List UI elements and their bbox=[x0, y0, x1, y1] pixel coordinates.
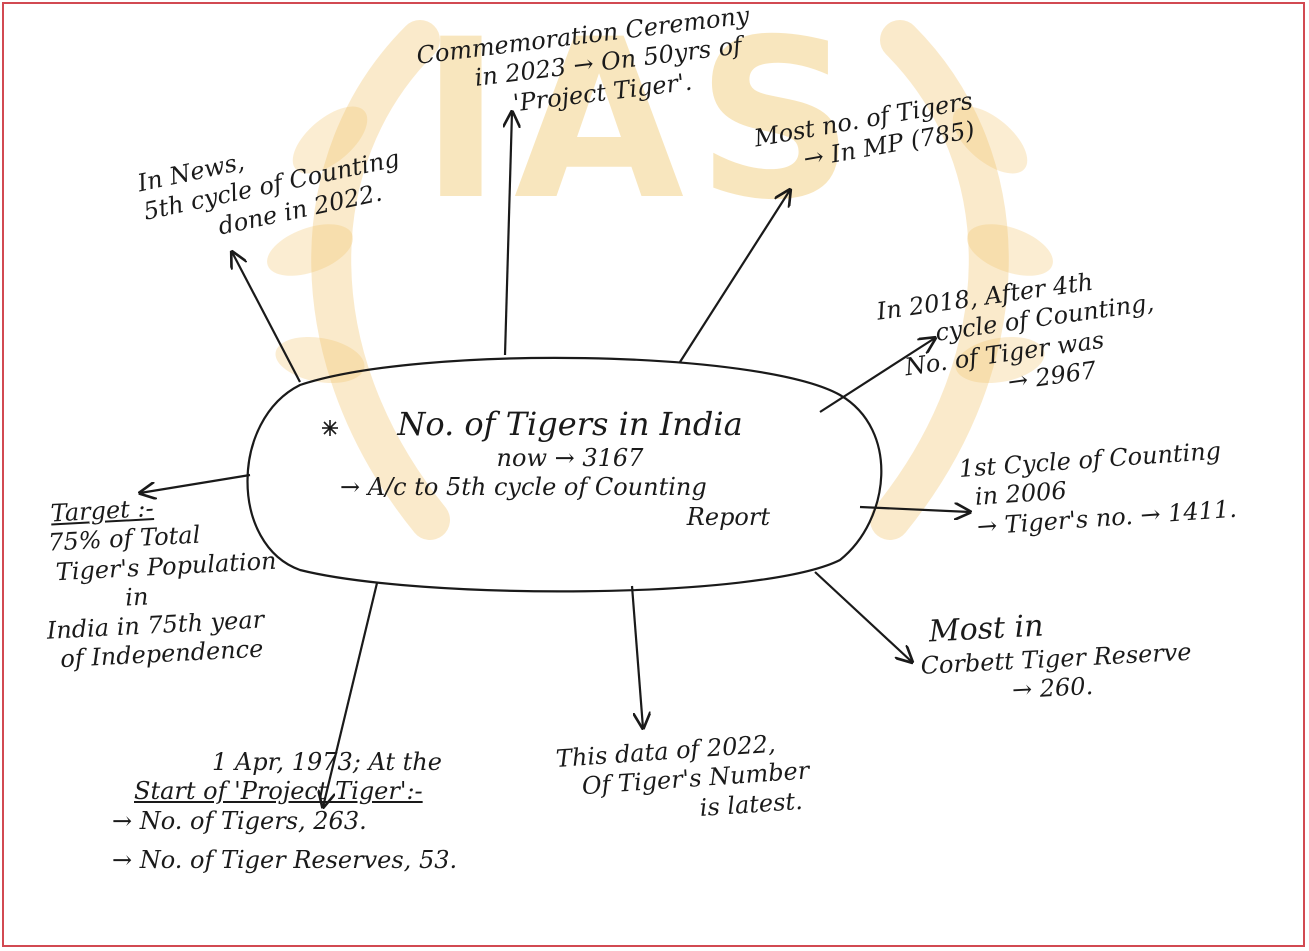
sun-icon bbox=[322, 420, 338, 436]
arrow-data-2022 bbox=[630, 585, 643, 728]
center-ellipse bbox=[246, 356, 883, 593]
arrow-commemoration bbox=[505, 112, 512, 356]
arrow-target bbox=[140, 473, 251, 493]
note-start-project-tiger: 1 Apr, 1973; At the Start of 'Project Ti… bbox=[112, 748, 458, 874]
arrow-most-mp bbox=[679, 190, 790, 363]
note-data-2022: This data of 2022, Of Tiger's Number is … bbox=[555, 729, 811, 822]
note-target: Target :- 75% of Total Tiger's Populatio… bbox=[46, 494, 278, 674]
center-title: No. of Tigers in India bbox=[397, 405, 743, 443]
arrow-in-news bbox=[232, 252, 301, 383]
note-corbett: Most in Corbett Tiger Reserve → 260. bbox=[919, 608, 1193, 705]
arrow-first-cycle bbox=[859, 507, 970, 512]
arrow-2018 bbox=[819, 338, 935, 413]
center-now: now → 3167 bbox=[496, 444, 644, 473]
arrow-corbett bbox=[814, 571, 912, 662]
arrow-start bbox=[323, 582, 379, 807]
note-center: No. of Tigers in India now → 3167 → A/c … bbox=[300, 405, 840, 532]
